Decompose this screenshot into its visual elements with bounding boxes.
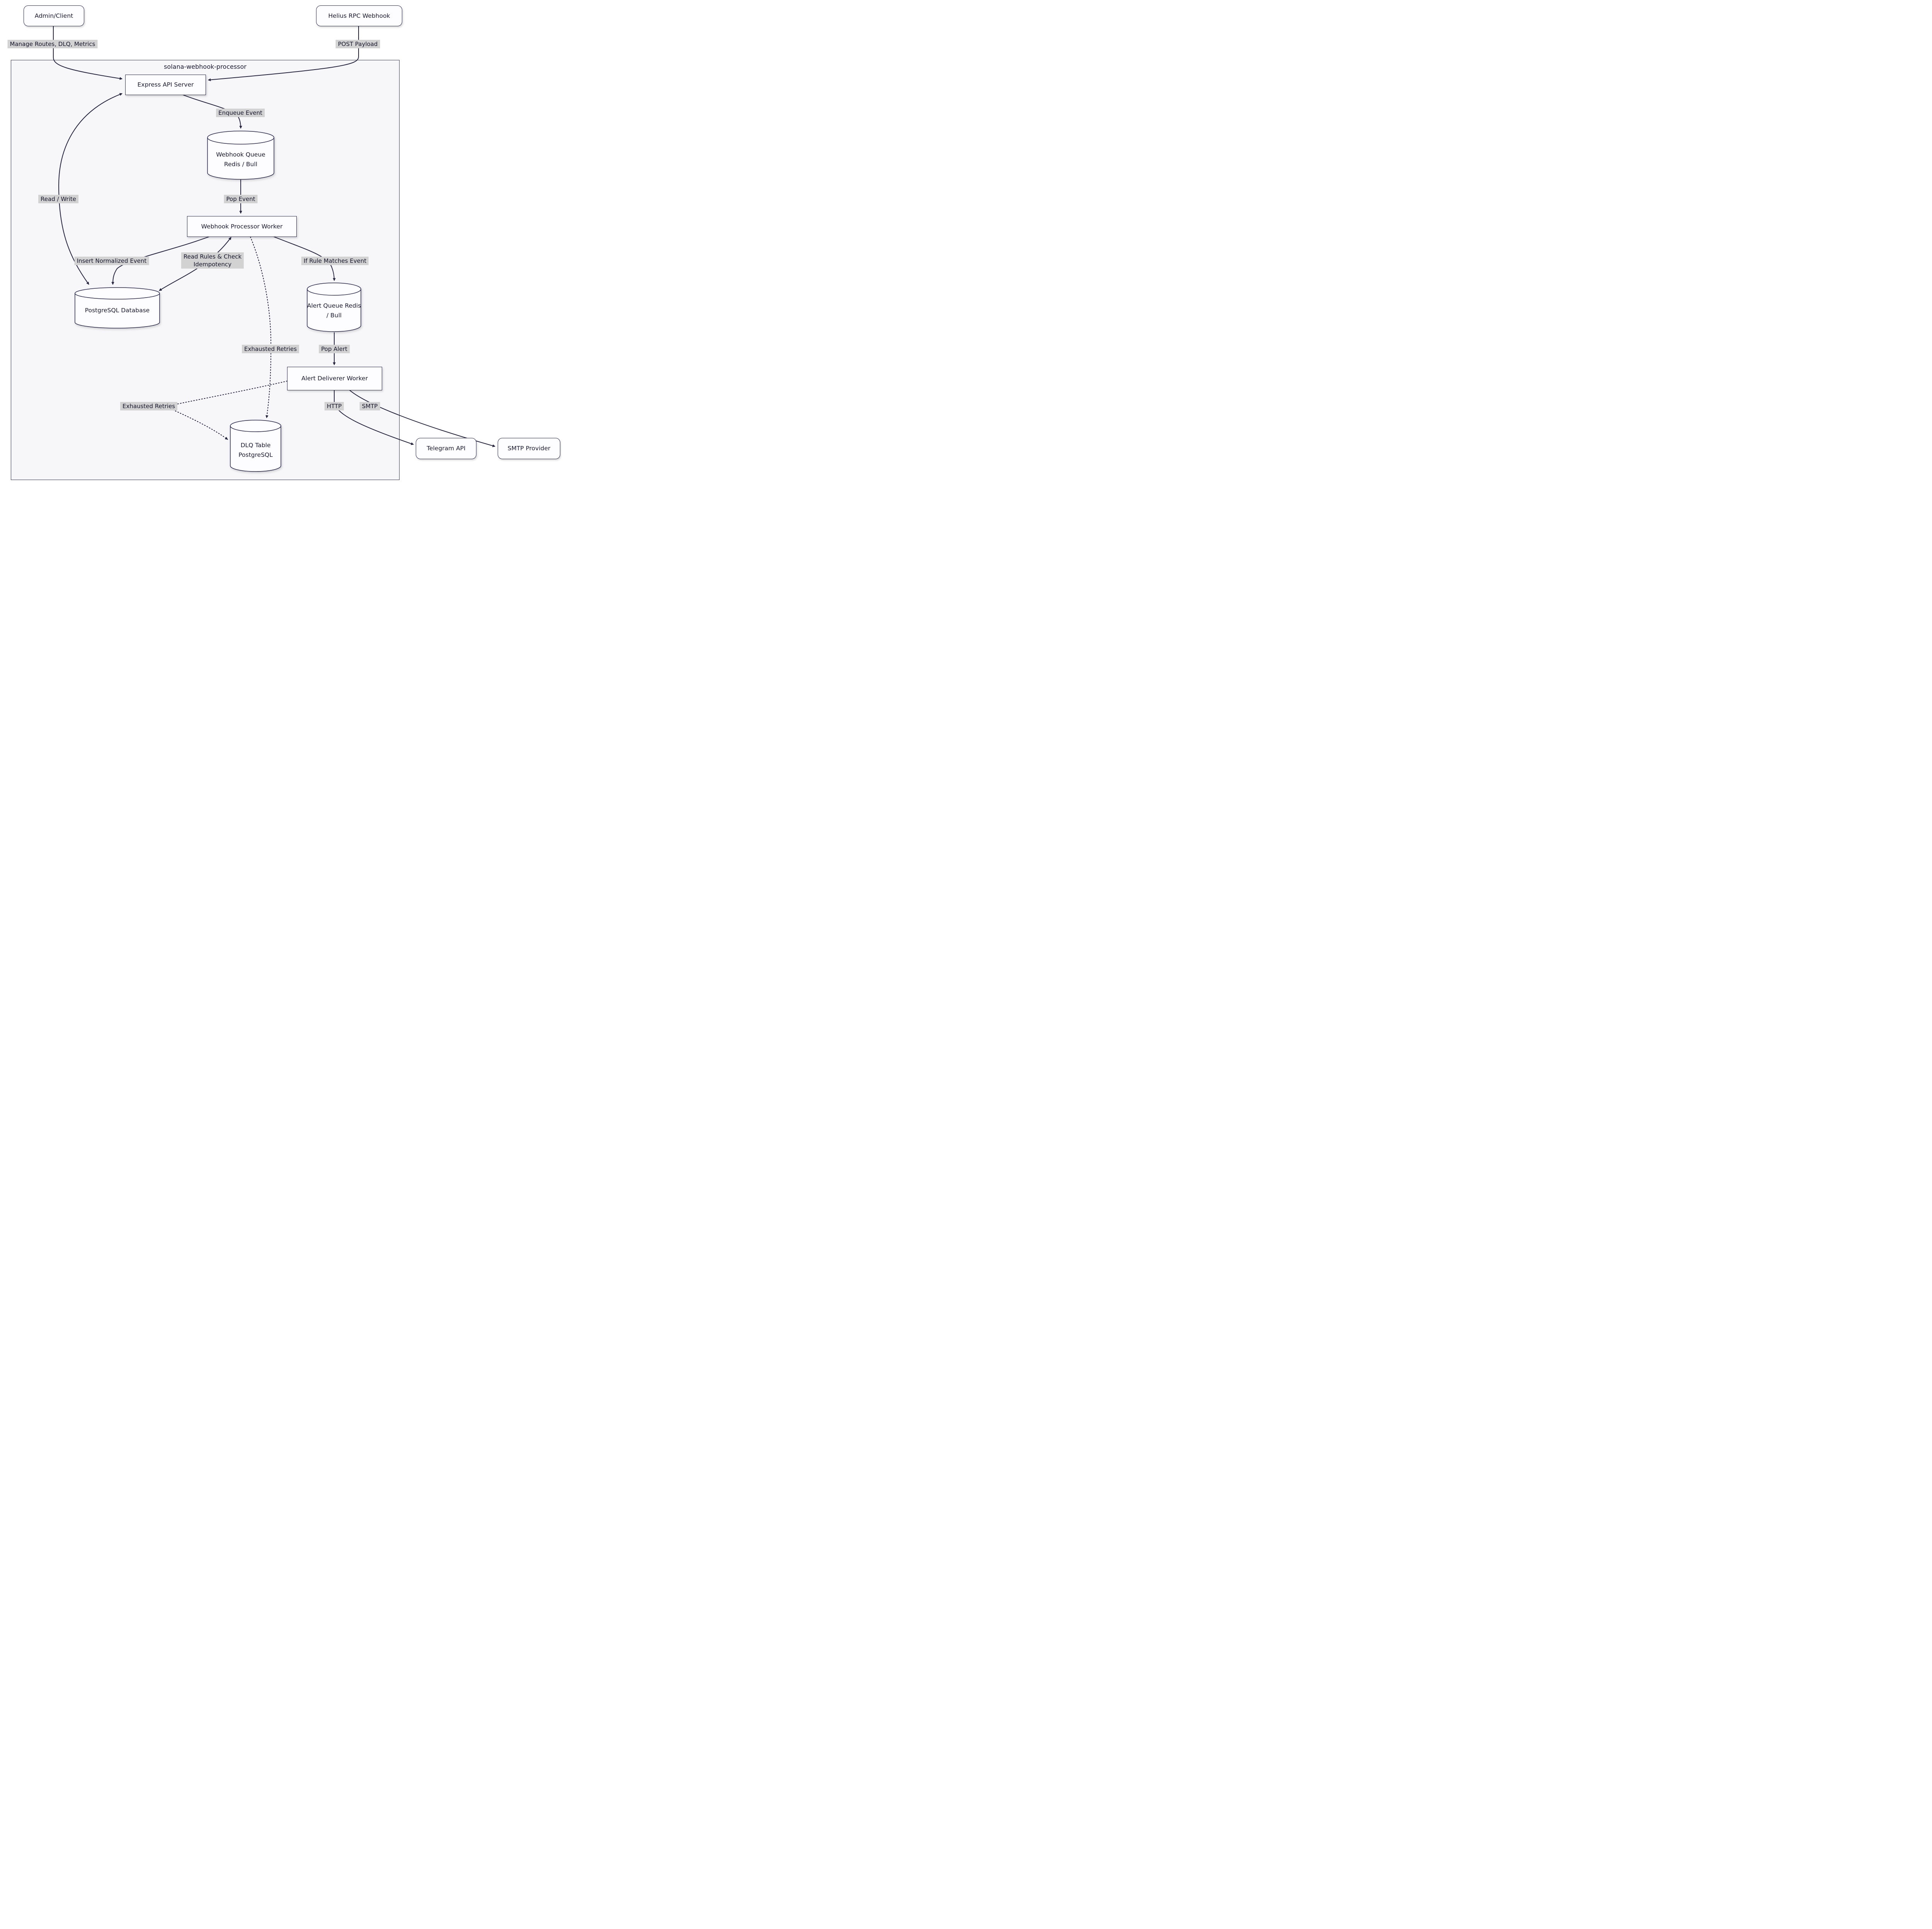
- node-dlq-table-label: DLQ Table PostgreSQL: [230, 441, 281, 460]
- edge-label-manage-routes: Manage Routes, DLQ, Metrics: [7, 40, 98, 48]
- node-smtp-provider: SMTP Provider: [498, 438, 560, 459]
- node-webhook-processor-worker-label: Webhook Processor Worker: [201, 223, 283, 230]
- edge-deliverer-to-smtp-provider: [349, 389, 496, 447]
- edge-label-exhausted-retries-deliverer: Exhausted Retries: [120, 402, 178, 410]
- edge-label-if-rule-matches: If Rule Matches Event: [301, 257, 369, 265]
- node-alert-queue: Alert Queue Redis / Bull: [307, 283, 361, 332]
- edge-label-pop-alert: Pop Alert: [319, 345, 350, 353]
- node-webhook-queue: Webhook Queue Redis / Bull: [207, 131, 274, 180]
- edge-label-exhausted-retries-worker: Exhausted Retries: [242, 345, 299, 353]
- edge-label-read-rules-line2: Idempotency: [193, 261, 232, 268]
- edge-worker-to-dlq-dotted: [250, 237, 272, 419]
- subgraph-title: solana-webhook-processor: [164, 63, 247, 70]
- edge-helius-to-express: [207, 26, 359, 82]
- edge-label-read-rules-line1: Read Rules & Check: [183, 253, 242, 260]
- edge-label-smtp: SMTP: [359, 402, 380, 410]
- diagram-canvas: solana-webhook-processor Admin/Client He…: [0, 0, 561, 482]
- node-webhook-queue-label: Webhook Queue Redis / Bull: [207, 150, 274, 169]
- edge-label-enqueue-event: Enqueue Event: [216, 109, 265, 117]
- node-alert-deliverer-worker-label: Alert Deliverer Worker: [301, 375, 368, 382]
- node-alert-deliverer-worker: Alert Deliverer Worker: [287, 367, 382, 390]
- dlq-table-line1: DLQ Table: [240, 442, 271, 449]
- edge-label-read-rules: Read Rules & Check Idempotency: [181, 252, 244, 269]
- dlq-cylinder-shape: [230, 420, 281, 472]
- postgresql-database-text: PostgreSQL Database: [85, 307, 150, 314]
- edge-admin-to-express: [53, 26, 123, 80]
- dlq-table-line2: PostgreSQL: [238, 451, 273, 458]
- edge-postgres-worker-read-rules: [159, 237, 231, 291]
- edge-label-pop-event: Pop Event: [224, 195, 258, 203]
- postgresql-cylinder-shape: [75, 287, 160, 329]
- node-alert-queue-label: Alert Queue Redis / Bull: [307, 301, 361, 320]
- alert-queue-line2: Redis / Bull: [326, 302, 361, 319]
- edge-layer: [53, 26, 496, 447]
- edge-label-http: HTTP: [324, 402, 344, 410]
- edge-express-postgres-read-write: [58, 93, 123, 285]
- node-smtp-provider-label: SMTP Provider: [507, 445, 551, 452]
- webhook-queue-line1: Webhook Queue: [216, 151, 265, 158]
- node-admin-client-label: Admin/Client: [34, 12, 73, 19]
- edge-label-post-payload: POST Payload: [335, 40, 380, 48]
- node-admin-client: Admin/Client: [24, 5, 84, 26]
- webhook-queue-line2: Redis / Bull: [224, 161, 257, 168]
- node-express-api-server: Express API Server: [125, 75, 206, 95]
- node-postgresql-database: PostgreSQL Database: [75, 287, 160, 329]
- node-dlq-table: DLQ Table PostgreSQL: [230, 420, 281, 472]
- node-express-api-server-label: Express API Server: [137, 81, 194, 89]
- webhook-queue-cylinder-shape: [207, 131, 274, 180]
- node-telegram-api: Telegram API: [416, 438, 476, 459]
- node-helius-rpc-webhook: Helius RPC Webhook: [316, 5, 402, 26]
- edge-deliverer-to-telegram: [334, 390, 414, 445]
- alert-queue-line1: Alert Queue: [307, 302, 343, 309]
- node-telegram-api-label: Telegram API: [427, 445, 466, 452]
- node-webhook-processor-worker: Webhook Processor Worker: [187, 216, 297, 237]
- node-helius-rpc-webhook-label: Helius RPC Webhook: [328, 12, 390, 19]
- node-postgresql-database-label: PostgreSQL Database: [75, 306, 160, 315]
- edge-label-insert-normalized-event: Insert Normalized Event: [74, 257, 149, 265]
- edge-label-read-write: Read / Write: [38, 195, 78, 203]
- alert-queue-cylinder-shape: [307, 283, 361, 332]
